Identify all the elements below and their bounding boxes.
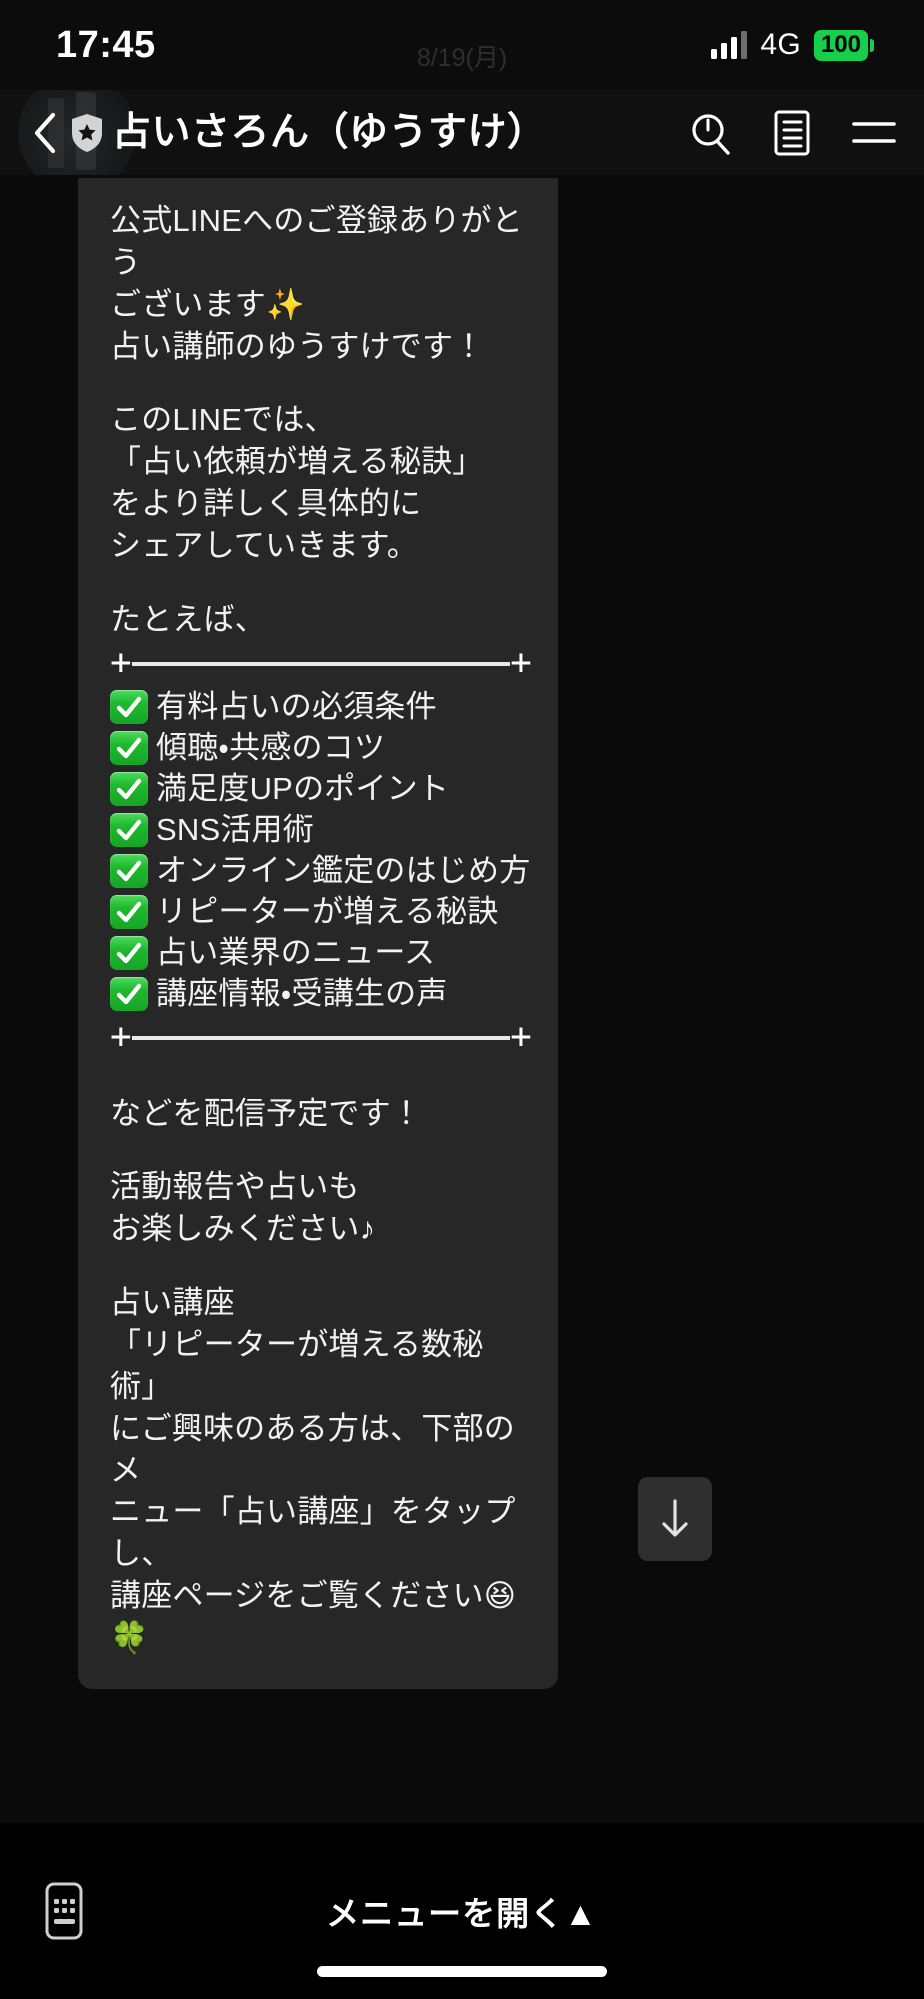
arrow-down-icon <box>662 1499 688 1537</box>
green-check-mark-icon <box>110 772 148 807</box>
checklist: 有料占いの必須条件傾聴・共感のコツ満足度UPのポイント SNS活用術オンライン鑑定… <box>110 687 532 1015</box>
battery-badge: 100 <box>813 29 875 61</box>
checklist-item-label: SNS活用術 <box>156 812 314 848</box>
keyboard-toggle-button[interactable] <box>34 1881 94 1941</box>
divider-dashes <box>131 1035 511 1040</box>
checklist-item: 占い業界のニュース <box>110 933 532 974</box>
green-check-mark-icon <box>110 731 148 766</box>
shield-star-badge-icon <box>70 113 104 153</box>
checklist-item-label: 講座情報・受講生の声 <box>156 976 448 1012</box>
checklist-item-label: 傾聴・共感のコツ <box>156 730 386 766</box>
hamburger-menu-button[interactable] <box>850 109 898 157</box>
message-text-line: たとえば、 <box>110 601 266 637</box>
divider-dashes <box>131 661 511 666</box>
green-check-mark-icon <box>110 690 148 725</box>
divider-plus-left: + <box>110 641 132 683</box>
checklist-item: リピーターが増える秘訣 <box>110 892 532 933</box>
paragraph-gap <box>110 1134 532 1166</box>
back-chevron-icon <box>34 112 56 153</box>
paragraph-gap <box>110 367 532 399</box>
checklist-item-label: 満足度UPのポイント <box>156 771 450 807</box>
checklist-item-label: オンライン鑑定のはじめ方 <box>156 853 531 889</box>
search-icon <box>692 113 730 155</box>
network-type-label: 4G <box>760 28 801 61</box>
hamburger-menu-icon <box>852 121 896 143</box>
paragraph-gap <box>110 1061 532 1093</box>
green-check-mark-icon <box>110 936 148 971</box>
back-button[interactable] <box>22 103 68 163</box>
checklist-item: 傾聴・共感のコツ <box>110 728 532 769</box>
message-text-line: 活動報告や占いも お楽しみください♪ <box>110 1169 376 1247</box>
search-button[interactable] <box>686 109 734 157</box>
paragraph-gap <box>110 1250 532 1282</box>
checklist-item: オンライン鑑定のはじめ方 <box>110 851 532 892</box>
message-text-line: 公式LINEへのご登録ありがとう ございます✨ 占い講師のゆうすけです！ <box>110 203 523 364</box>
divider-plus-right: + <box>510 1015 532 1057</box>
bottom-bar: メニューを開く▲ <box>0 1823 924 1999</box>
checklist-item: 有料占いの必須条件 <box>110 687 532 728</box>
keyboard-icon <box>45 1882 83 1940</box>
divider-plus-left: + <box>110 1015 132 1057</box>
message-text-line: このLINEでは、 「占い依頼が増える秘訣」 をより詳しく具体的に シェアしてい… <box>110 402 484 563</box>
checklist-item-label: 占い業界のニュース <box>156 935 436 971</box>
chat-message-list[interactable]: 公式LINEへのご登録ありがとう ございます✨ 占い講師のゆうすけです！ このL… <box>0 175 924 1823</box>
album-note-icon <box>774 110 810 155</box>
chat-header: 占いさろん（ゆうすけ） <box>0 90 924 175</box>
divider-plus-right: + <box>510 641 532 683</box>
status-bar-indicators: 4G 100 <box>711 28 875 62</box>
status-bar: 17:45 8/19(月) 4G 100 <box>0 0 924 90</box>
message-text-line: などを配信予定です！ <box>110 1095 422 1131</box>
status-bar-time: 17:45 <box>56 24 156 66</box>
chat-header-actions <box>686 109 898 157</box>
scroll-to-bottom-button[interactable] <box>638 1477 712 1561</box>
checklist-item: 講座情報・受講生の声 <box>110 974 532 1015</box>
ascii-divider: ++ <box>110 1017 532 1059</box>
page-title: 占いさろん（ゆうすけ） <box>112 111 547 154</box>
message-bubble[interactable]: 公式LINEへのご登録ありがとう ございます✨ 占い講師のゆうすけです！ このL… <box>78 178 558 1689</box>
checklist-item-label: リピーターが増える秘訣 <box>156 894 499 930</box>
green-check-mark-icon <box>110 854 148 889</box>
green-check-mark-icon <box>110 813 148 848</box>
checklist-item: SNS活用術 <box>110 810 532 851</box>
green-check-mark-icon <box>110 977 148 1012</box>
green-check-mark-icon <box>110 895 148 930</box>
checklist-item-label: 有料占いの必須条件 <box>156 689 437 725</box>
signal-bars-icon <box>711 31 748 59</box>
checklist-item: 満足度UPのポイント <box>110 769 532 810</box>
note-button[interactable] <box>768 109 816 157</box>
paragraph-gap <box>110 567 532 599</box>
open-menu-label[interactable]: メニューを開く▲ <box>326 1895 598 1932</box>
home-indicator <box>317 1966 607 1977</box>
ascii-divider: ++ <box>110 643 532 685</box>
message-text-line: 占い講座 「リピーターが増える数秘術」 にご興味のある方は、下部のメ ニュー「占… <box>110 1285 517 1655</box>
